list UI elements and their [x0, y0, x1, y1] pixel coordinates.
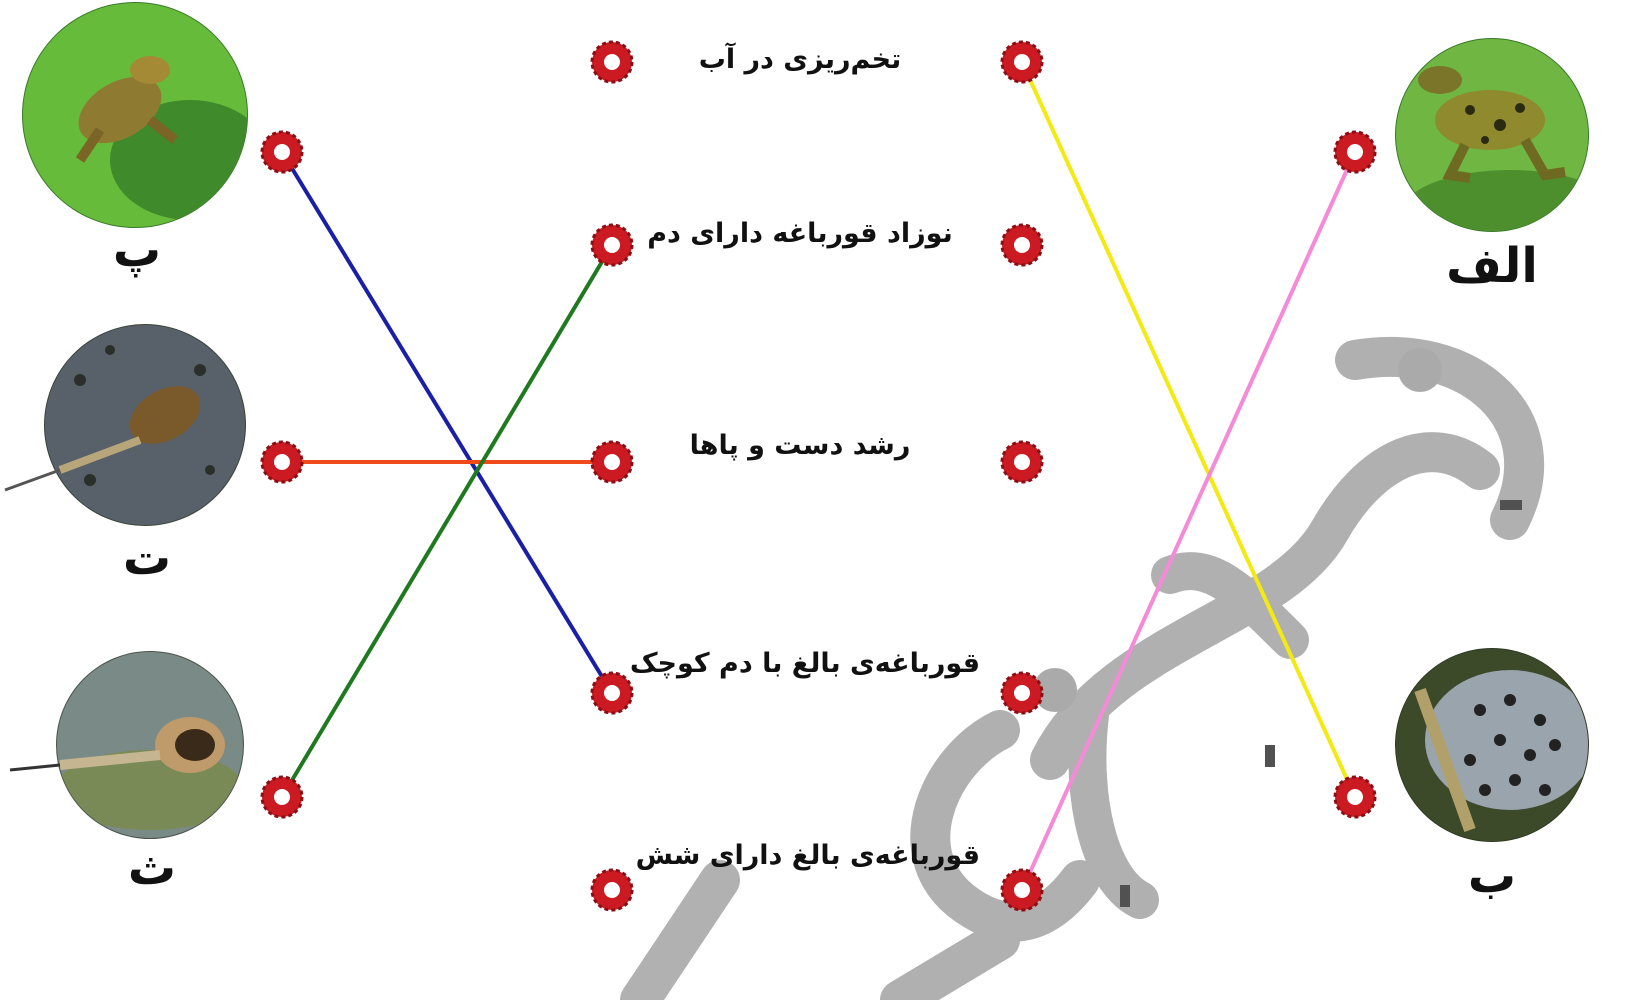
connector-dot-s2-left[interactable]: [592, 225, 632, 265]
connector-dot-se-right[interactable]: [262, 777, 302, 817]
connector-dot-s4-left[interactable]: [592, 673, 632, 713]
stage-text-4: قورباغه‌ی بالغ با دم کوچک: [635, 648, 980, 679]
photo-se: [10, 651, 245, 839]
photo-te: [5, 324, 246, 526]
connection-lines: [282, 62, 1355, 890]
stage-text-1: تخم‌ریزی در آب: [650, 44, 950, 75]
connection-line-se-s2: [282, 245, 612, 797]
label-te: ت: [57, 530, 237, 586]
connection-line-pe-s4: [282, 152, 612, 693]
stage-text-5: قورباغه‌ی بالغ دارای شش: [640, 840, 980, 871]
connector-dot-be[interactable]: [1335, 777, 1375, 817]
connector-dot-s1-left[interactable]: [592, 42, 632, 82]
connector-dot-s5-left[interactable]: [592, 870, 632, 910]
connector-dot-s3-left[interactable]: [592, 442, 632, 482]
connector-dot-te[interactable]: [262, 442, 302, 482]
connector-dot-s4-right[interactable]: [1002, 673, 1042, 713]
label-pe: پ: [47, 222, 227, 278]
connector-dot-s3-right[interactable]: [1002, 442, 1042, 482]
stage-text-2: نوزاد قورباغه دارای دم: [640, 218, 960, 249]
connector-dot-pe[interactable]: [262, 132, 302, 172]
stage-text-3: رشد دست و پاها: [650, 430, 950, 461]
label-alef: الف: [1402, 238, 1582, 294]
connector-dot-s1-right[interactable]: [1002, 42, 1042, 82]
label-be: ب: [1402, 848, 1582, 904]
photo-alef: [1395, 38, 1620, 260]
connector-dot-s5-right[interactable]: [1002, 870, 1042, 910]
photo-pe: [22, 2, 270, 228]
connection-line-alef-s5: [1022, 152, 1355, 890]
connector-dot-s2-right[interactable]: [1002, 225, 1042, 265]
connector-dot-alef[interactable]: [1335, 132, 1375, 172]
photo-be: [1395, 648, 1595, 842]
label-se: ث: [62, 840, 242, 896]
